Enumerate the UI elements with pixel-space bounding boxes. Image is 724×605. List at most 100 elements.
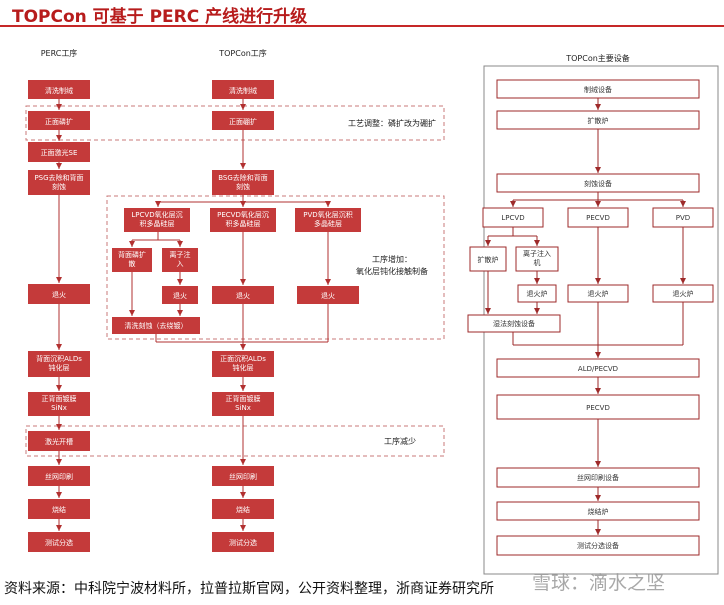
clean-box xyxy=(112,317,200,334)
topcon-step-label: 测试分选 xyxy=(229,538,257,547)
equipment-label: PECVD xyxy=(586,404,610,412)
topcon-route-label: PVD氧化层沉积多晶硅层 xyxy=(303,211,353,228)
watermark: 雪球：滴水之坚 xyxy=(532,572,666,594)
equipment-label: 烧结炉 xyxy=(588,507,609,516)
topcon-step-box xyxy=(212,532,274,552)
perc-step-label: 正面激光SE xyxy=(41,148,78,157)
frame-process-adjust xyxy=(25,105,445,141)
perc-step-label-wrap: PSG去除和背面刻蚀 xyxy=(34,173,84,191)
equipment-box xyxy=(496,501,700,521)
perc-step-label: 正背面镀膜SiNx xyxy=(41,395,77,412)
equipment-box xyxy=(515,246,559,272)
anneal-label: 退火 xyxy=(173,291,187,300)
equipment-box xyxy=(496,173,700,193)
equipment-box xyxy=(517,284,557,303)
topcon-step-box xyxy=(212,170,274,195)
perc-step-label: PSG去除和背面刻蚀 xyxy=(34,173,84,191)
source-note: 资料来源：中科院宁波材料所，拉普拉斯官网，公开资料整理，浙商证券研究所 xyxy=(4,581,494,597)
topcon-route-label-wrap: PVD氧化层沉积多晶硅层 xyxy=(303,211,353,228)
anneal-label: 退火 xyxy=(236,291,250,300)
annotation-process-reduce: 工序减少 xyxy=(384,436,416,446)
equipment-box xyxy=(652,207,714,228)
title-rule xyxy=(0,25,724,27)
perc-step-box xyxy=(28,466,90,486)
perc-header: PERC工序 xyxy=(41,48,78,58)
perc-step-label: 退火 xyxy=(52,290,66,299)
annotation-process-add-2: 氧化层钝化接触制备 xyxy=(356,266,428,276)
topcon-step-label-wrap: 正背面镀膜SiNx xyxy=(225,395,261,412)
topcon-step-label: 正背面镀膜SiNx xyxy=(225,395,261,412)
topcon-route-box xyxy=(295,208,361,232)
topcon-step-label: 清洗制绒 xyxy=(229,86,257,95)
topcon-step-label: 正面沉积ALDs钝化层 xyxy=(220,355,266,372)
equipment-box xyxy=(496,535,700,556)
equipment-box xyxy=(467,314,561,333)
perc-step-box xyxy=(28,111,90,130)
topcon-route-box xyxy=(124,208,190,232)
equipment-label: 丝网印刷设备 xyxy=(577,473,619,482)
perc-column: 清洗制绒 正面磷扩 正面激光SE PSG去除和背面刻蚀 退火 背面沉积ALDs钝… xyxy=(28,80,90,552)
topcon-route-label-wrap: LPCVD氧化层沉积多晶硅层 xyxy=(131,211,182,228)
equipment-box xyxy=(496,79,700,99)
page-title: TOPCon 可基于 PERC 产线进行升级 xyxy=(12,7,308,27)
topcon-step-box xyxy=(212,466,274,486)
topcon-route-box xyxy=(210,208,276,232)
perc-step-label: 背面沉积ALDs钝化层 xyxy=(36,355,82,372)
equipment-box xyxy=(496,358,700,378)
topcon-step-box xyxy=(212,392,274,416)
topcon-route-label-wrap: PECVD氧化层沉积多晶硅层 xyxy=(217,211,269,228)
perc-step-label-wrap: 正背面镀膜SiNx xyxy=(41,395,77,412)
topcon-column: 清洗制绒 正面硼扩 BSG去除和背面刻蚀 LPCVD氧化层沉积多晶硅层 PECV… xyxy=(112,80,361,552)
equipment-box xyxy=(652,284,714,303)
topcon-step-label: 丝网印刷 xyxy=(229,472,257,481)
annotation-process-adjust: 工艺调整：磷扩改为硼扩 xyxy=(348,118,436,128)
perc-step-box xyxy=(28,532,90,552)
equipment-box xyxy=(469,246,507,272)
lpcvd-branch-box xyxy=(112,248,152,272)
equipment-label: 测试分选设备 xyxy=(577,541,619,550)
lpcvd-branch-label: 离子注入 xyxy=(169,251,191,268)
equipment-label: PVD xyxy=(676,214,690,222)
equipment-label: 扩散炉 xyxy=(478,255,499,264)
perc-step-box xyxy=(28,431,90,451)
topcon-step-box xyxy=(212,80,274,99)
equipment-label-wrap: 离子注入机 xyxy=(523,250,551,267)
equipment-label: PECVD xyxy=(586,214,610,222)
equipment-box xyxy=(567,284,629,303)
perc-step-label: 测试分选 xyxy=(45,538,73,547)
topcon-route-label: PECVD氧化层沉积多晶硅层 xyxy=(217,211,269,228)
frame-process-add xyxy=(106,195,445,340)
perc-step-box xyxy=(28,170,90,195)
perc-step-label: 激光开槽 xyxy=(45,437,73,446)
topcon-step-label: 烧结 xyxy=(236,505,250,514)
anneal-box xyxy=(212,286,274,304)
equipment-label: 湿法刻蚀设备 xyxy=(493,319,535,328)
perc-step-box xyxy=(28,142,90,162)
topcon-step-label-wrap: BSG去除和背面刻蚀 xyxy=(218,173,268,191)
topcon-step-box xyxy=(212,351,274,377)
equipment-box xyxy=(496,110,700,130)
equipment-label: ALD/PECVD xyxy=(578,365,618,373)
equipment-label: 制绒设备 xyxy=(584,85,612,94)
perc-step-box xyxy=(28,284,90,304)
topcon-step-label: 正面硼扩 xyxy=(229,117,257,126)
equipment-column: 制绒设备 扩散炉 刻蚀设备 LPCVD PECVD PVD 扩散炉 离子注入机 … xyxy=(467,79,714,556)
equipment-box xyxy=(496,467,700,488)
equipment-label: LPCVD xyxy=(501,214,524,222)
perc-step-box xyxy=(28,80,90,99)
topcon-step-box xyxy=(212,111,274,130)
equipment-box xyxy=(496,394,700,420)
perc-step-box xyxy=(28,392,90,416)
perc-step-label: 丝网印刷 xyxy=(45,472,73,481)
perc-step-label: 清洗制绒 xyxy=(45,86,73,95)
topcon-step-label: BSG去除和背面刻蚀 xyxy=(218,173,268,191)
equipment-header: TOPCon主要设备 xyxy=(565,53,630,63)
anneal-box xyxy=(297,286,359,304)
perc-step-box xyxy=(28,351,90,377)
anneal-label: 退火 xyxy=(321,291,335,300)
topcon-step-label-wrap: 正面沉积ALDs钝化层 xyxy=(220,355,266,372)
topcon-step-box xyxy=(212,499,274,519)
equipment-label: 退火炉 xyxy=(588,289,609,298)
equipment-label: 扩散炉 xyxy=(588,116,609,125)
